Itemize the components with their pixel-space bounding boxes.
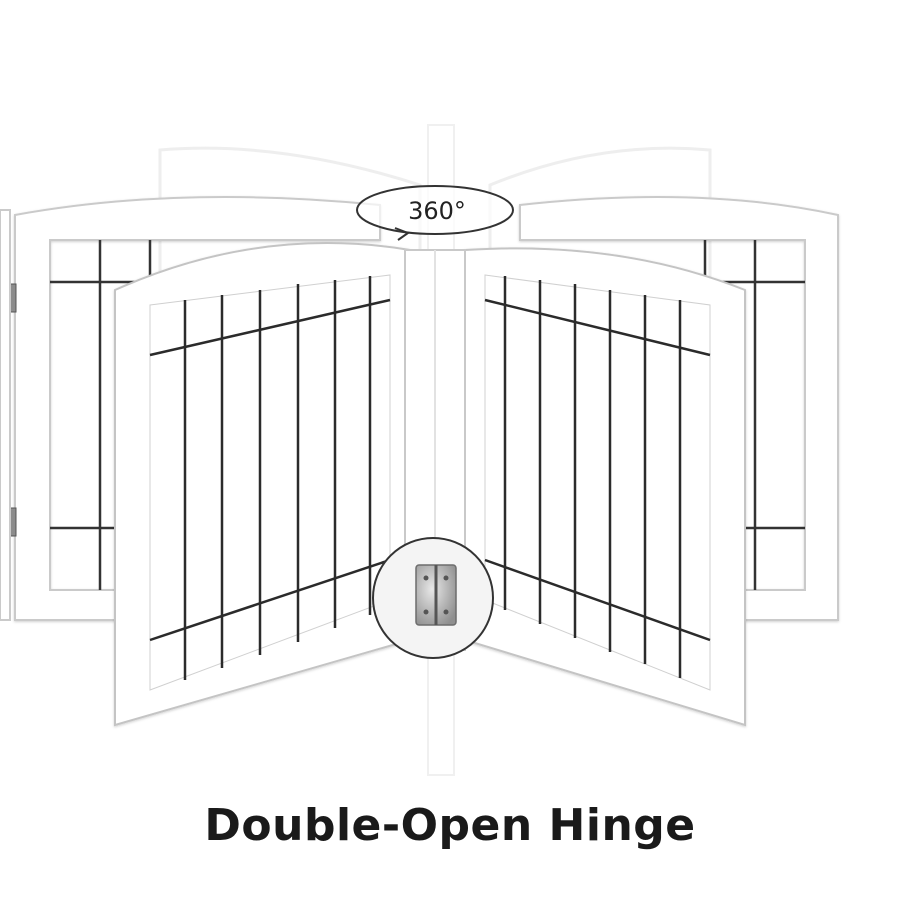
- hinge-closeup: [372, 537, 494, 659]
- rotation-label: 360°: [408, 197, 466, 225]
- rotation-indicator: 360°: [356, 185, 514, 241]
- caption: Double-Open Hinge: [204, 800, 696, 851]
- panel-front-right: [464, 247, 746, 727]
- panel-front-left: [114, 242, 411, 727]
